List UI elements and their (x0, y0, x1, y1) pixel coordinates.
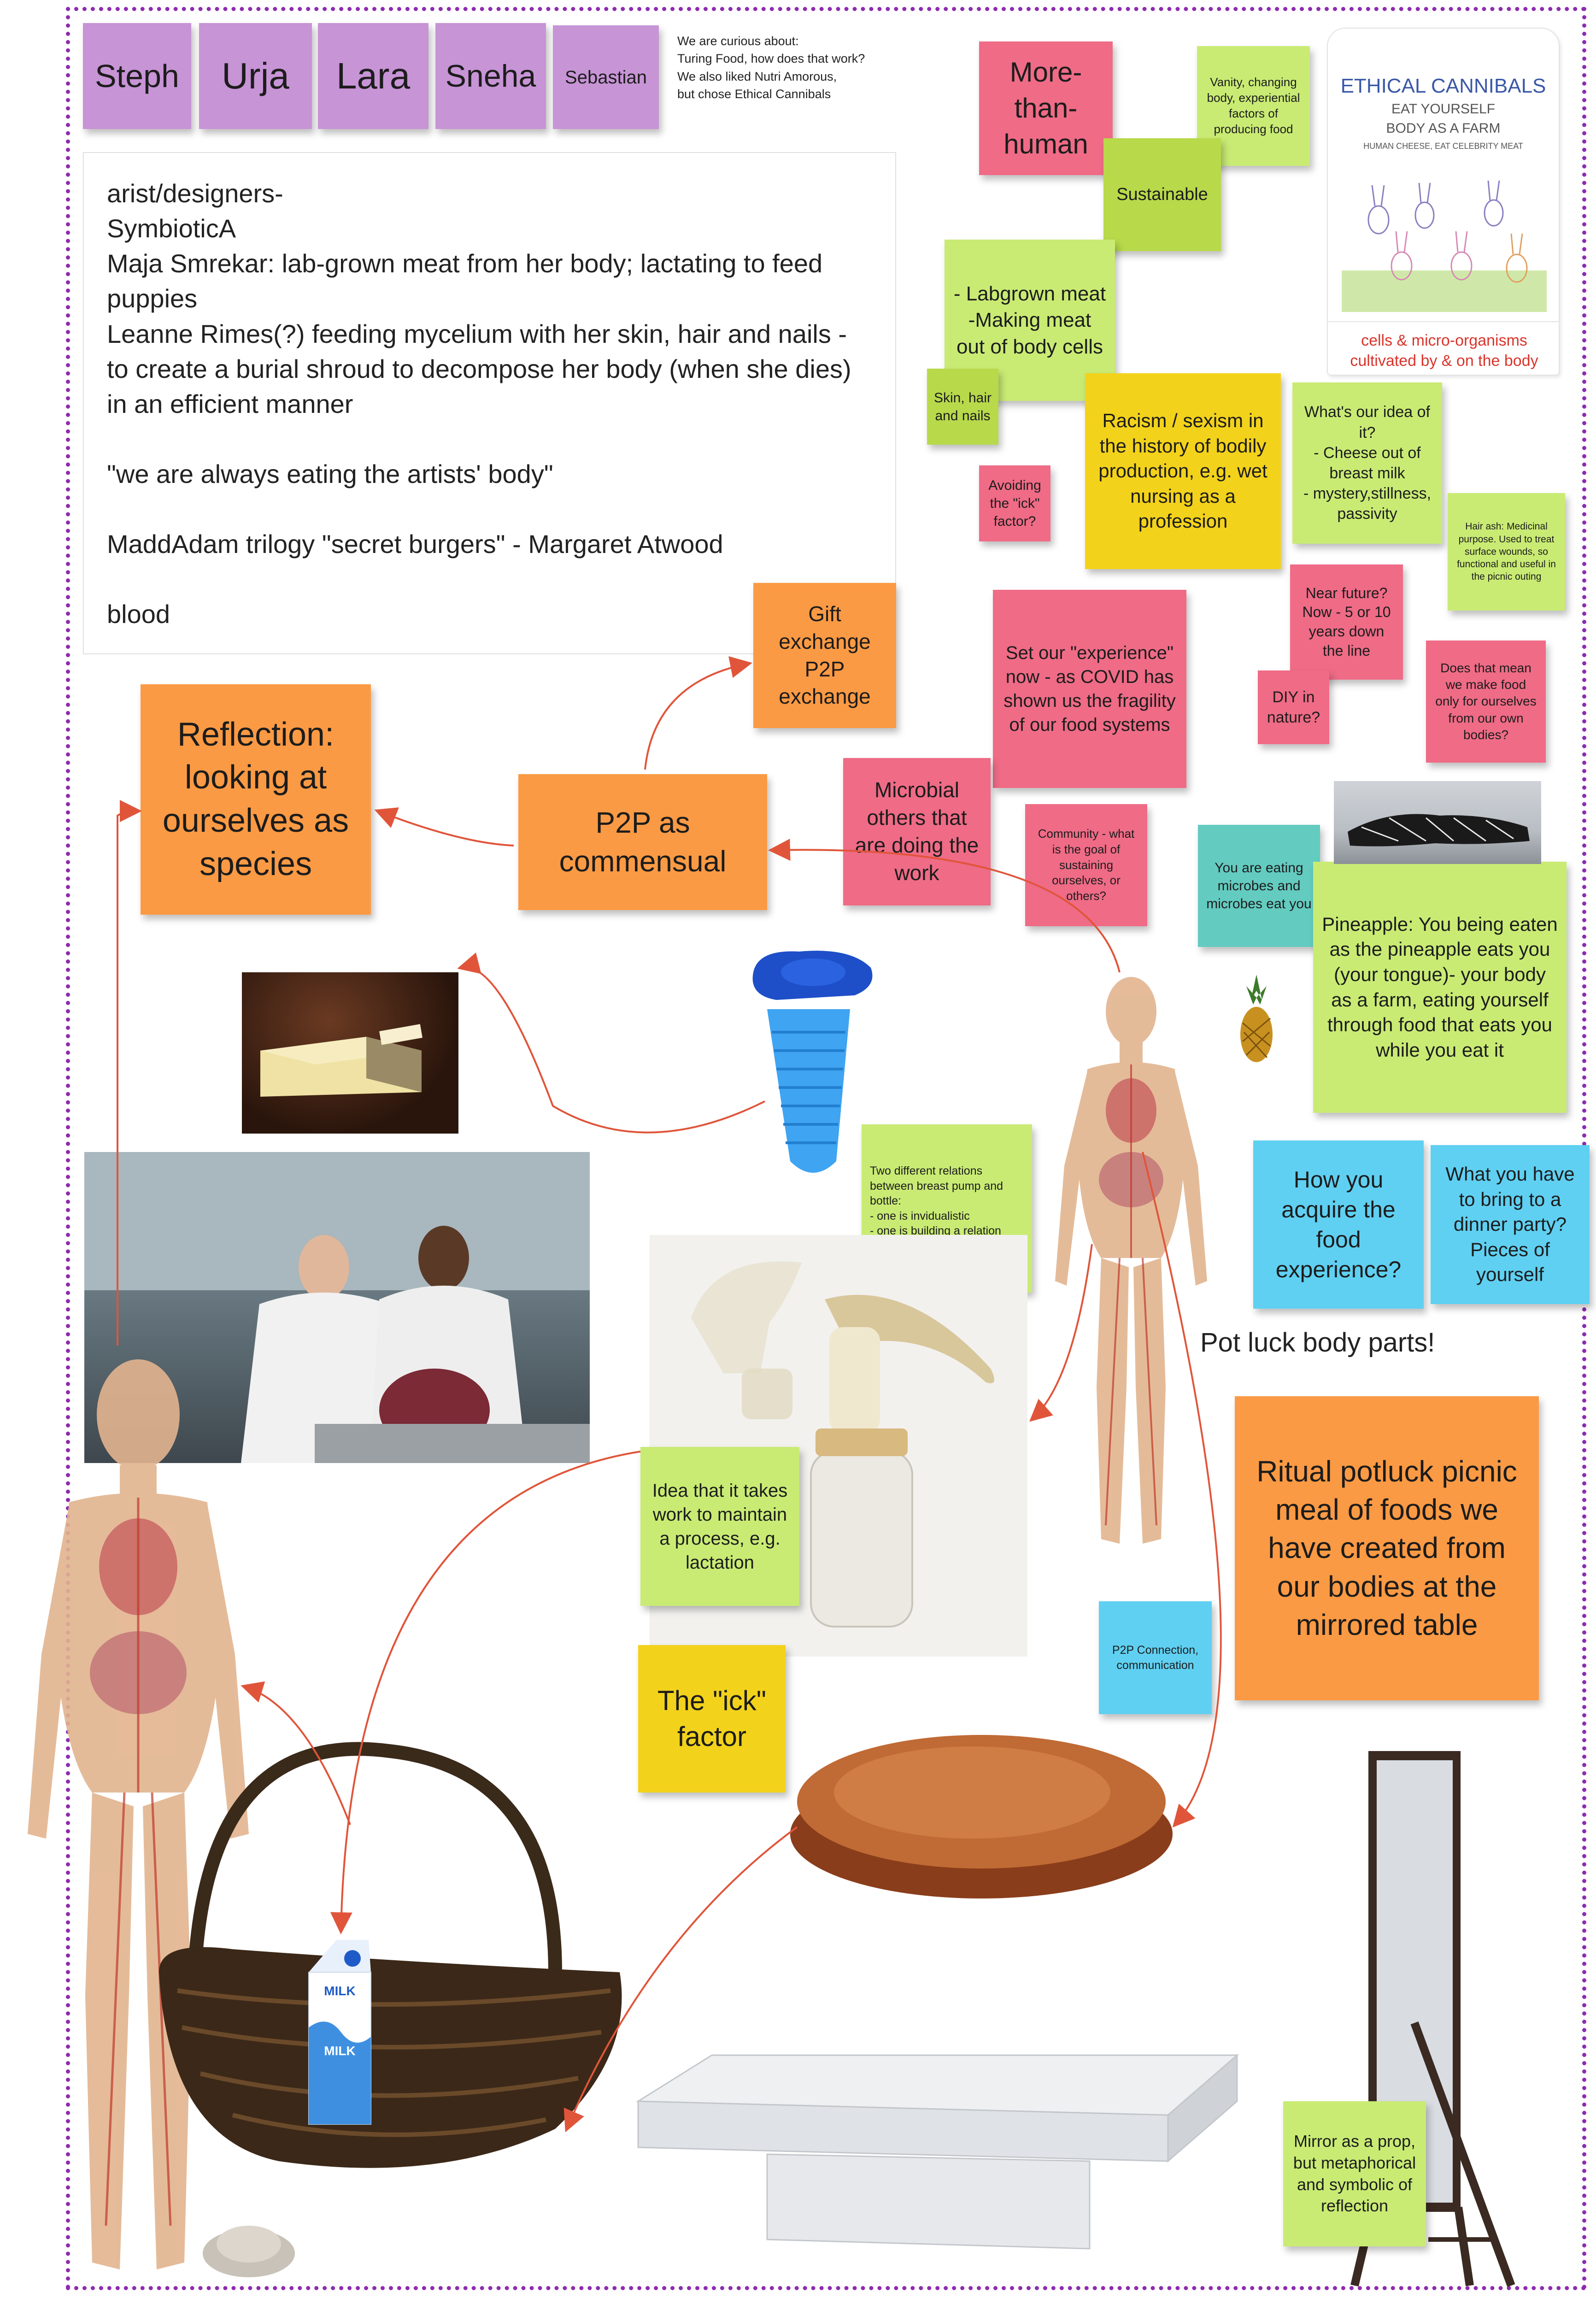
milk-label: MILK (324, 1984, 356, 1998)
name-note-steph[interactable]: Steph (83, 23, 191, 129)
curious-text: We are curious about: Turing Food, how d… (677, 32, 908, 103)
note-ourselves-only[interactable]: Does that mean we make food only for our… (1426, 641, 1546, 763)
card-title: ETHICAL CANNIBALS (1340, 75, 1546, 97)
note-acquire-food[interactable]: How you acquire the food experience? (1253, 1140, 1424, 1309)
urine-bottle-image (752, 951, 873, 1173)
notes-line: Maja Smrekar: lab-grown meat from her bo… (107, 249, 823, 313)
curious-line: Turing Food, how does that work? (677, 52, 865, 66)
card-line3: HUMAN CHEESE, EAT CELEBRITY MEAT (1363, 141, 1523, 151)
note-racism[interactable]: Racism / sexism in the history of bodily… (1085, 373, 1281, 569)
card-divider (1328, 321, 1559, 322)
note-idea-of-it[interactable]: What's our idea of it? - Cheese out of b… (1292, 382, 1442, 544)
note-sustainable[interactable]: Sustainable (1103, 138, 1221, 251)
note-community[interactable]: Community - what is the goal of sustaini… (1025, 804, 1147, 926)
note-set-experience[interactable]: Set our "experience" now - as COVID has … (993, 590, 1186, 788)
curious-line: We also liked Nutri Amorous, (677, 69, 837, 83)
mirrored-table-image (635, 2053, 1239, 2250)
ash-pile-image (203, 2226, 295, 2277)
card-caption: cells & micro-organisms cultivated by & … (1350, 332, 1538, 370)
name-note-sneha[interactable]: Sneha (435, 23, 546, 129)
note-more-than-human[interactable]: More-than-human (979, 41, 1113, 175)
note-near-future[interactable]: Near future? Now - 5 or 10 years down th… (1290, 564, 1403, 680)
note-microbial-others[interactable]: Microbial others that are doing the work (843, 758, 991, 905)
notes-text-box[interactable]: arist/designers- SymbioticA Maja Smrekar… (83, 152, 896, 654)
notes-line: arist/designers- (107, 179, 283, 208)
shroud-image (1334, 781, 1541, 864)
curious-line: but chose Ethical Cannibals (677, 87, 831, 101)
notes-line: MaddAdam trilogy "secret burgers" - Marg… (107, 529, 723, 559)
cheese-image (242, 972, 458, 1134)
anatomy-figure-image (1055, 977, 1207, 1544)
card-line1: EAT YOURSELF (1391, 101, 1496, 117)
basket-image (159, 1742, 622, 2168)
kombucha-scoby-image (790, 1735, 1173, 1898)
pineapple-icon (1240, 975, 1273, 1062)
note-p2p-commensual[interactable]: P2P as commensual (518, 774, 767, 910)
note-mirror[interactable]: Mirror as a prop, but metaphorical and s… (1283, 2101, 1426, 2246)
note-p2p-connection[interactable]: P2P Connection, communication (1099, 1601, 1212, 1714)
note-hair-ash[interactable]: Hair ash: Medicinal purpose. Used to tre… (1448, 493, 1565, 611)
note-reflection[interactable]: Reflection: looking at ourselves as spec… (141, 684, 371, 915)
name-note-urja[interactable]: Urja (199, 23, 312, 129)
note-skin-hair-nails[interactable]: Skin, hair and nails (927, 369, 998, 445)
name-note-sebastian[interactable]: Sebastian (553, 25, 659, 129)
note-microbes[interactable]: You are eating microbes and microbes eat… (1198, 825, 1320, 947)
milk-label-2: MILK (324, 2044, 356, 2058)
bunny-illustration (1342, 180, 1547, 312)
milk-carton-image: MILK MILK (299, 1935, 380, 2127)
note-pineapple[interactable]: Pineapple: You being eaten as the pineap… (1313, 862, 1567, 1113)
ethical-cannibals-card[interactable]: ETHICAL CANNIBALS EAT YOURSELF BODY AS A… (1327, 28, 1560, 376)
note-idea-work[interactable]: Idea that it takes work to maintain a pr… (640, 1447, 799, 1606)
note-ick-factor[interactable]: The "ick" factor (638, 1645, 786, 1793)
notes-line: blood (107, 600, 170, 629)
pot-luck-text: Pot luck body parts! (1200, 1328, 1435, 1358)
notes-line: Leanne Rimes(?) feeding mycelium with he… (107, 319, 851, 418)
curious-line: We are curious about: (677, 34, 799, 48)
notes-line: SymbioticA (107, 214, 236, 243)
card-line2: BODY AS A FARM (1386, 121, 1501, 136)
note-avoiding-ick[interactable]: Avoiding the "ick" factor? (979, 465, 1050, 541)
note-diy-in-nature[interactable]: DIY in nature? (1258, 670, 1329, 744)
note-gift-exchange[interactable]: Gift exchange P2P exchange (753, 583, 896, 728)
note-dinner-party[interactable]: What you have to bring to a dinner party… (1431, 1145, 1590, 1304)
name-note-lara[interactable]: Lara (318, 23, 428, 129)
notes-line: "we are always eating the artists' body" (107, 459, 553, 489)
note-ritual-potluck[interactable]: Ritual potluck picnic meal of foods we h… (1235, 1396, 1539, 1700)
